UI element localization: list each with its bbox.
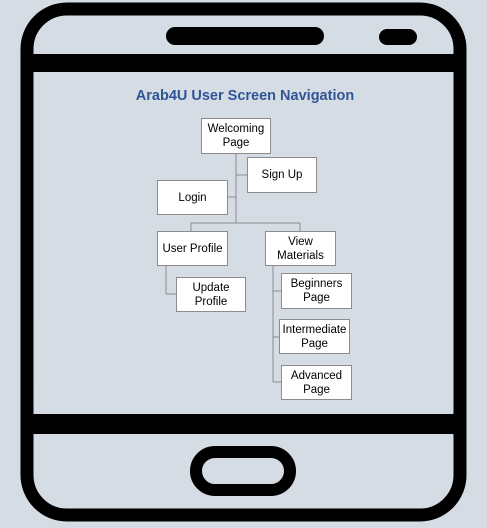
node-sign-up: Sign Up: [247, 157, 317, 193]
speaker-icon: [166, 27, 324, 45]
node-update-profile: Update Profile: [176, 277, 246, 312]
camera-icon: [379, 29, 417, 45]
phone-body: [20, 2, 467, 522]
node-view-materials: View Materials: [265, 231, 336, 266]
node-welcoming-page: Welcoming Page: [201, 118, 271, 154]
bottom-bezel-bar: [27, 414, 460, 434]
connector-lines: [165, 153, 301, 383]
node-intermediate-page: Intermediate Page: [279, 319, 350, 354]
home-button-icon[interactable]: [190, 446, 296, 496]
diagram-title: Arab4U User Screen Navigation: [135, 88, 355, 104]
node-beginners-page: Beginners Page: [281, 273, 352, 309]
node-user-profile: User Profile: [157, 231, 228, 266]
top-bezel-bar: [27, 54, 460, 72]
node-login: Login: [157, 180, 228, 215]
node-advanced-page: Advanced Page: [281, 365, 352, 400]
